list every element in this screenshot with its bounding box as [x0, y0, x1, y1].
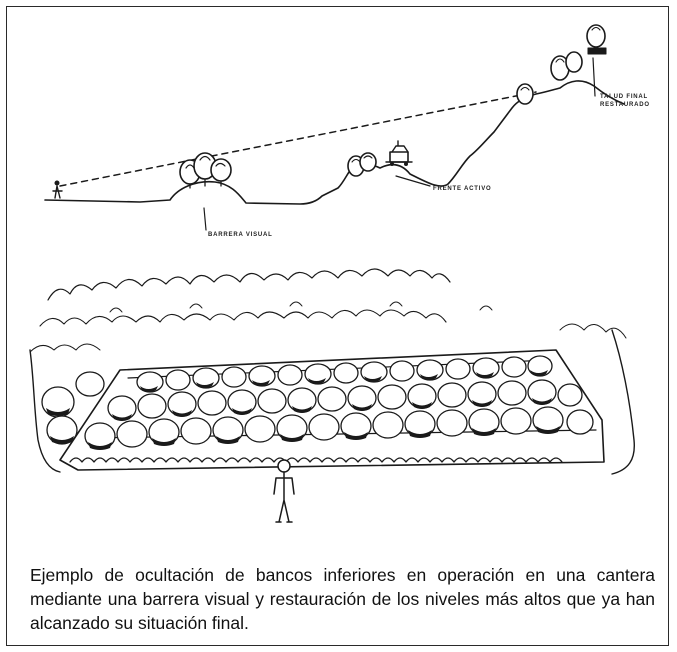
- upper-bench-trees: [517, 25, 606, 104]
- label-active-face: FRENTE ACTIVO: [433, 186, 492, 192]
- label-final-slope-2: RESTAURADO: [600, 102, 650, 108]
- foreground-shrubs: [70, 458, 562, 462]
- landscape-view: [30, 269, 634, 522]
- barrier-leader-line: [204, 208, 206, 230]
- final-slope-leader-line: [593, 58, 595, 96]
- terrain-profile-line: [45, 81, 624, 204]
- figure-caption: Ejemplo de ocultación de bancos inferior…: [30, 563, 655, 635]
- right-hillside: [612, 330, 634, 474]
- mid-bench-trees: [348, 153, 376, 176]
- background-canopy: [48, 269, 450, 300]
- label-final-slope-1: TALUD FINAL: [600, 94, 648, 100]
- observer-small-icon: [53, 186, 62, 198]
- observer-person-icon: [274, 460, 294, 522]
- label-barrier: BARRERA VISUAL: [208, 232, 273, 238]
- profile-section: [45, 25, 624, 230]
- barrier-trees: [180, 153, 231, 188]
- excavator-icon: [386, 141, 412, 166]
- line-of-sight-dashed: [60, 92, 536, 186]
